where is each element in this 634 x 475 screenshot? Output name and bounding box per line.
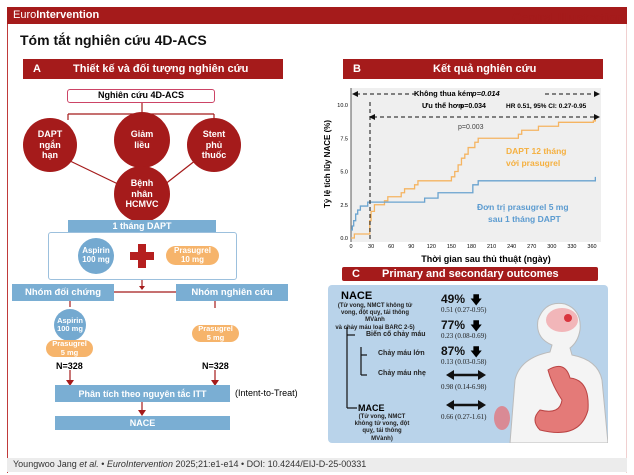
journal-bar: EuroIntervention <box>7 7 627 24</box>
panel-title: Primary and secondary outcomes <box>382 268 559 280</box>
panel-c-header: C Primary and secondary outcomes <box>342 267 598 281</box>
nace-definition: (Tử vong, NMCT không tử vong, đột quỵ, t… <box>335 303 415 331</box>
nace-label: NACE <box>341 290 373 302</box>
human-body-illustration <box>494 302 608 443</box>
hazard-ratio: HR 0.51, 95% CI: 0.27-0.95 <box>506 103 587 110</box>
circle-short-dapt: DAPT ngắn hạn <box>23 118 77 172</box>
x-tick-label: 30 <box>368 244 374 250</box>
prasugrel-5-badge-control: Prasugrel 5 mg <box>46 340 93 357</box>
superiority-p: p=0.034 <box>460 103 486 110</box>
x-tick-label: 0 <box>349 244 352 250</box>
panel-b-header: B Kết quả nghiên cứu <box>343 59 603 79</box>
central-bold: Illustration <box>557 10 624 25</box>
panel-letter: A <box>33 63 41 75</box>
noninferiority-label: Không thua kém <box>414 89 473 98</box>
down-arrow-icon: 🡇 <box>470 319 483 333</box>
plot-background <box>351 88 601 242</box>
minor-bleeding-label: Chảy máu nhẹ <box>378 370 426 377</box>
superiority-label: Ưu thế hơn <box>422 101 463 110</box>
x-tick-label: 210 <box>487 244 496 250</box>
mace-hr: 0.66 (0.27-1.61) <box>441 413 487 421</box>
et-al: et al. <box>79 459 99 469</box>
y-tick-label: 7.5 <box>340 136 348 142</box>
aspirin-100-badge: Aspirin 100 mg <box>78 238 114 274</box>
major-bleeding-reduction: 87% <box>441 344 466 358</box>
km-chart: 0.0 2.5 5.0 7.5 10.0 0 30 60 90 120 150 180 210 240 27… <box>323 88 601 264</box>
double-arrow-icon <box>446 400 486 410</box>
x-tick-label: 60 <box>388 244 394 250</box>
panel-title: Kết quả nghiên cứu <box>433 63 537 75</box>
frame <box>7 7 627 473</box>
double-arrow-icon <box>446 370 486 380</box>
study-group-bar: Nhóm nghiên cứu <box>176 284 288 301</box>
control-group-bar: Nhóm đối chứng <box>12 284 114 301</box>
x-tick-label: 150 <box>447 244 456 250</box>
panel-title: Thiết kế và đối tượng nghiên cứu <box>73 63 249 75</box>
x-tick-label: 360 <box>587 244 596 250</box>
minor-bleeding-hr: 0.98 (0.14-6.98) <box>441 383 487 391</box>
circle-acs-patients: Bệnh nhân HCMVC <box>114 166 170 222</box>
x-tick-label: 180 <box>467 244 476 250</box>
itt-analysis-bar: Phân tích theo nguyên tắc ITT <box>55 385 230 402</box>
blue-series-label-2: sau 1 tháng DAPT <box>488 214 562 224</box>
circle-des: Stent phủ thuốc <box>187 118 241 172</box>
down-arrow-icon: 🡇 <box>470 345 483 359</box>
y-tick-label: 2.5 <box>340 203 348 209</box>
series-line-1 <box>351 176 596 231</box>
landmark-p: p=0.003 <box>458 124 484 131</box>
x-axis-label: Thời gian sau thủ thuật (ngày) <box>421 254 550 264</box>
n-control: N=328 <box>56 361 83 371</box>
y-tick-label: 5.0 <box>340 170 348 176</box>
blue-series-label-1: Đơn trị prasugrel 5 mg <box>477 202 569 212</box>
dapt-box <box>48 232 237 280</box>
bleeding-reduction: 77% <box>441 318 466 332</box>
page-title: Tóm tắt nghiên cứu 4D-ACS <box>20 32 207 48</box>
orange-series-label-2: với prasugrel <box>506 158 560 168</box>
x-tick-label: 300 <box>547 244 556 250</box>
x-tick-label: 270 <box>527 244 536 250</box>
mace-label: MACE <box>358 403 385 413</box>
x-tick-label: 120 <box>427 244 436 250</box>
x-tick-label: 90 <box>408 244 414 250</box>
panel-a-header: A Thiết kế và đối tượng nghiên cứu <box>23 59 283 79</box>
series-line-0 <box>351 116 596 239</box>
brand-bold: Intervention <box>36 9 100 21</box>
mace-definition: (Tử vong, NMCT không tử vong, đột quỵ, t… <box>354 414 410 442</box>
orange-series-label-1: DAPT 12 tháng <box>506 146 566 156</box>
citation-detail: 2025;21:e1-e14 • DOI: 10.4244/EIJ-D-25-0… <box>172 459 367 469</box>
noninferiority-p: p=0.014 <box>471 89 501 98</box>
study-name-box: Nghiên cứu 4D-ACS <box>67 89 215 103</box>
down-arrow-icon: 🡇 <box>470 293 483 307</box>
y-tick-label: 10.0 <box>337 103 348 109</box>
separator: • <box>98 459 107 469</box>
aspirin-100-badge-control: Aspirin 100 mg <box>54 309 86 341</box>
y-axis-label: Tỷ lệ tích lũy NACE (%) <box>323 120 332 208</box>
y-tick-label: 0.0 <box>340 236 348 242</box>
x-tick-label: 330 <box>567 244 576 250</box>
nace-hr: 0.51 (0.27-0.95) <box>441 306 487 314</box>
brand-prefix: Euro <box>13 9 37 21</box>
n-study: N=328 <box>202 361 229 371</box>
major-bleeding-hr: 0.13 (0.03-0.58) <box>441 358 487 366</box>
panel-letter: C <box>352 268 360 280</box>
authors: Youngwoo Jang <box>13 459 80 469</box>
nace-outcome-bar: NACE <box>55 416 230 430</box>
bleeding-hr: 0.23 (0.08-0.69) <box>441 332 487 340</box>
hierarchy-lines <box>346 327 367 409</box>
journal-name: EuroIntervention <box>106 459 173 469</box>
prasugrel-10-badge: Prasugrel 10 mg <box>166 246 219 265</box>
nace-reduction: 49% <box>441 292 466 306</box>
itt-note: (Intent-to-Treat) <box>235 388 298 398</box>
major-bleeding-label: Chảy máu lớn <box>378 350 425 357</box>
citation-footer: Youngwoo Jang et al. • EuroIntervention … <box>7 458 627 472</box>
circle-dose-reduction: Giảm liều <box>114 112 170 168</box>
panel-letter: B <box>353 63 361 75</box>
central-prefix: Central <box>512 10 558 25</box>
prasugrel-5-badge-study: Prasugrel 5 mg <box>192 325 239 342</box>
plus-icon <box>130 244 154 268</box>
one-month-dapt-bar: 1 tháng DAPT <box>68 220 216 232</box>
central-illustration-label: Central Illustration <box>512 10 624 25</box>
x-tick-label: 240 <box>507 244 516 250</box>
bleeding-events-label: Biến cố chảy máu <box>366 331 426 338</box>
